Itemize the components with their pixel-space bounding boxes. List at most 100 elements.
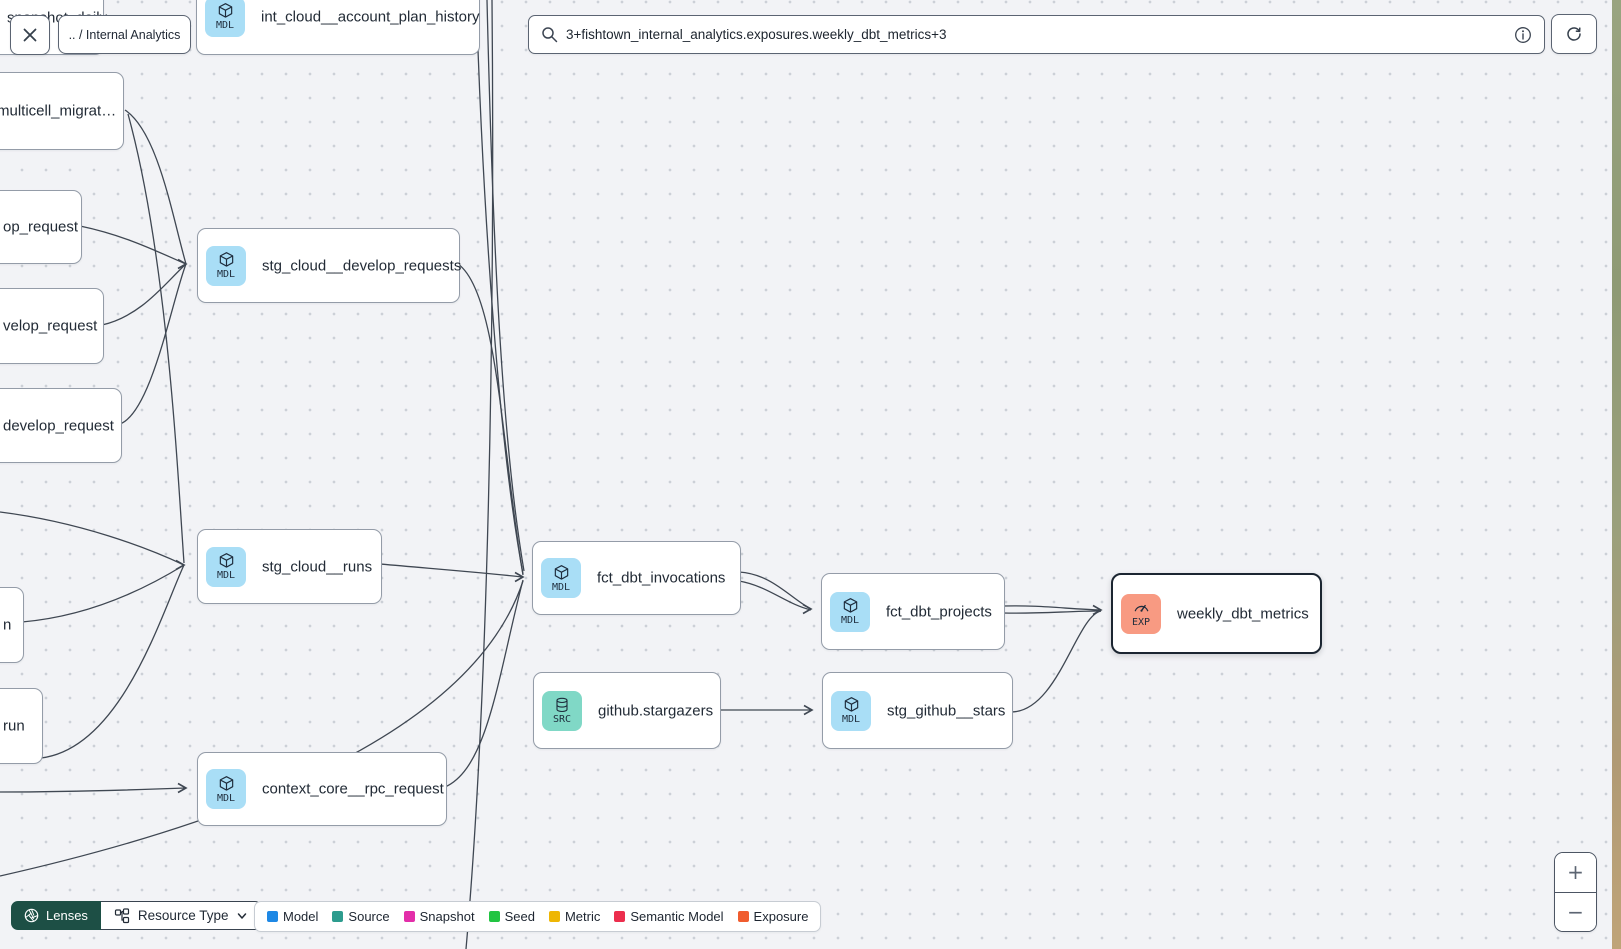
- badge-label: SRC: [552, 713, 572, 725]
- lineage-edge: [444, 579, 524, 788]
- lineage-edge: [738, 580, 812, 611]
- legend-item-metric: Metric: [548, 909, 601, 924]
- legend-swatch: [267, 911, 278, 922]
- graph-node-run_node[interactable]: run: [0, 688, 43, 764]
- lineage-edge: [0, 787, 187, 793]
- node-badge-mdl: MDL: [206, 245, 246, 286]
- legend-label: Model: [283, 909, 319, 924]
- legend-swatch: [403, 911, 415, 922]
- refresh-button[interactable]: [1551, 14, 1597, 54]
- badge-label: EXP: [1131, 617, 1151, 628]
- resource-type-dropdown[interactable]: Resource Type: [100, 901, 263, 930]
- legend-label: Semantic Model: [630, 909, 724, 924]
- exposure-gauge-icon: [1134, 604, 1148, 612]
- graph-node-stg_github_stars[interactable]: MDL stg_github__stars: [822, 672, 1013, 749]
- lineage-edge: [0, 511, 185, 566]
- node-label: github.stargazers: [598, 702, 714, 719]
- badge-label: MDL: [216, 792, 236, 804]
- node-badge-exp: EXP: [1121, 593, 1161, 634]
- badge-label: MDL: [551, 581, 571, 593]
- info-icon[interactable]: [1514, 26, 1532, 44]
- search-bar: [528, 15, 1545, 54]
- legend-item-seed: Seed: [488, 909, 535, 924]
- node-label: develop_request: [3, 417, 114, 434]
- node-label: multicell_migrat…: [0, 102, 117, 120]
- lineage-edge: [21, 564, 185, 623]
- graph-node-multicell[interactable]: multicell_migrat…: [0, 72, 124, 150]
- zoom-controls: + −: [1554, 852, 1597, 932]
- node-badge-mdl: MDL: [830, 591, 870, 632]
- edge-arrowhead: [514, 571, 525, 583]
- chevron-down-icon: [238, 912, 247, 919]
- source-database-icon: [556, 697, 568, 712]
- lineage-edge: [379, 563, 523, 578]
- lineage-edge: [119, 263, 187, 425]
- search-input[interactable]: [558, 27, 1514, 42]
- node-badge-mdl: MDL: [205, 0, 245, 37]
- close-button[interactable]: [10, 15, 50, 55]
- zoom-in-button[interactable]: +: [1555, 853, 1596, 893]
- edge-arrowhead: [177, 782, 188, 794]
- graph-node-stargazers[interactable]: SRC github.stargazers: [533, 672, 721, 749]
- graph-node-develop_request[interactable]: develop_request: [0, 388, 122, 463]
- lenses-label: Lenses: [46, 908, 88, 923]
- graph-node-velop_request[interactable]: velop_request: [0, 288, 104, 364]
- lineage-edge: [1002, 605, 1102, 611]
- legend-swatch: [614, 911, 626, 922]
- edge-arrowhead: [175, 559, 186, 571]
- zoom-out-button[interactable]: −: [1555, 892, 1596, 931]
- graph-node-n_node[interactable]: n: [0, 587, 24, 663]
- node-badge-mdl: MDL: [206, 546, 246, 587]
- model-cube-icon: [219, 553, 233, 568]
- edge-arrowhead: [1092, 604, 1103, 616]
- node-label: op_request: [3, 218, 79, 236]
- node-badge-src: SRC: [542, 690, 582, 731]
- graph-node-fct_projects[interactable]: MDL fct_dbt_projects: [821, 573, 1005, 650]
- model-cube-icon: [218, 3, 232, 18]
- lineage-edge: [1010, 610, 1102, 713]
- node-label: int_cloud__account_plan_history: [261, 8, 480, 25]
- legend-item-semantic-model: Semantic Model: [614, 909, 724, 924]
- breadcrumb[interactable]: .. / Internal Analytics: [58, 15, 191, 54]
- node-label: stg_github__stars: [887, 702, 1006, 719]
- edge-arrowhead: [802, 603, 813, 615]
- lineage-edge: [101, 263, 187, 326]
- lineage-edge: [127, 113, 185, 564]
- graph-node-op_request[interactable]: op_request: [0, 190, 82, 264]
- lineage-edge: [79, 225, 187, 265]
- lineage-edge: [486, 0, 525, 572]
- node-badge-mdl: MDL: [541, 558, 581, 598]
- refresh-icon: [1567, 27, 1581, 41]
- node-label: run: [3, 717, 25, 735]
- lenses-bar: Lenses Resource Type: [11, 901, 263, 930]
- model-cube-icon: [219, 252, 233, 267]
- lens-aperture-icon: [24, 908, 39, 923]
- node-label: velop_request: [3, 317, 98, 335]
- lineage-edge: [477, 49, 524, 575]
- legend-label: Snapshot: [419, 909, 475, 924]
- legend-label: Metric: [564, 909, 601, 924]
- node-label: context_core__rpc_request: [262, 780, 444, 798]
- node-label: fct_dbt_projects: [886, 603, 992, 620]
- legend-item-model: Model: [267, 909, 318, 924]
- legend-swatch: [488, 911, 500, 922]
- model-cube-icon: [844, 697, 858, 712]
- badge-label: MDL: [216, 269, 236, 280]
- lenses-button[interactable]: Lenses: [11, 901, 101, 930]
- resource-type-label: Resource Type: [137, 908, 229, 923]
- node-label: n: [3, 616, 12, 634]
- graph-node-context_core[interactable]: MDL context_core__rpc_request: [197, 752, 447, 826]
- legend-swatch: [332, 911, 344, 922]
- badge-label: MDL: [216, 570, 236, 581]
- edge-arrowhead: [803, 704, 814, 716]
- node-badge-mdl: MDL: [831, 690, 871, 731]
- model-cube-icon: [843, 598, 857, 613]
- graph-node-int_cloud[interactable]: MDL int_cloud__account_plan_history: [196, 0, 480, 55]
- node-badge-mdl: MDL: [206, 769, 246, 809]
